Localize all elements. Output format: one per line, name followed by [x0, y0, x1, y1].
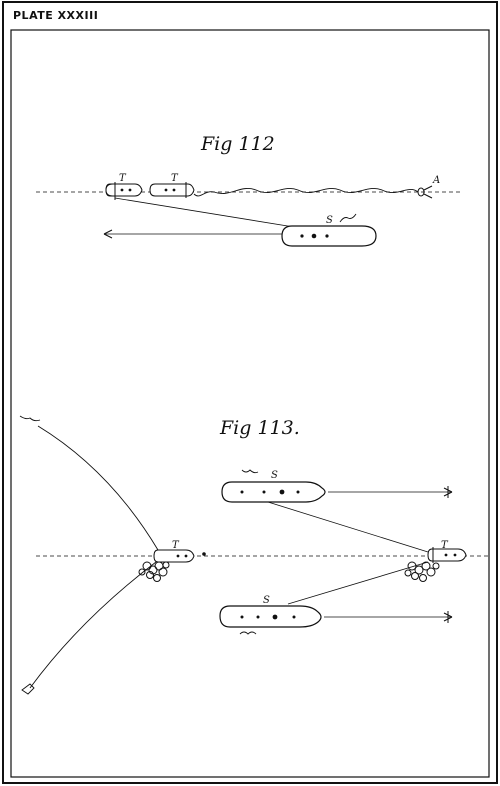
fig-112-ship-smoke	[339, 213, 357, 223]
inner-frame	[10, 29, 490, 778]
fig-113-left-explosion-icon	[138, 561, 170, 582]
fig-113-lower-ship-smoke	[239, 631, 257, 635]
fig-113-lower-ship	[219, 605, 322, 628]
fig-112-title: Fig 112	[200, 133, 275, 155]
fig-112-anchor-label: A	[432, 175, 440, 186]
fig-113-lower-float-icon	[21, 683, 35, 695]
fig-113-upper-ship-smoke	[241, 469, 259, 474]
fig-113-lower-tow-line	[287, 561, 429, 605]
fig-113-lower-ship-label: S	[263, 595, 270, 606]
fig-113-lower-curve-line	[29, 561, 157, 689]
fig-112-torpedo-1-label: T	[119, 173, 127, 184]
fig-113-right-torpedo	[427, 547, 467, 563]
fig-112-torpedo-2	[149, 182, 195, 198]
fig-113-right-torpedo-label: T	[441, 540, 449, 551]
fig-113-right-explosion-icon	[404, 561, 440, 582]
fig-112-torpedo-1	[105, 182, 143, 200]
fig-113-upper-ship-label: S	[271, 470, 278, 481]
fig-113-upper-curve-line	[37, 425, 159, 551]
fig-112-torpedo-2-label: T	[171, 173, 179, 184]
fig-113-left-torpedo-label: T	[172, 540, 180, 551]
fig-113-lower-course-arrow-icon	[443, 611, 453, 623]
fig-112-ship-label: S	[326, 215, 333, 226]
fig-113-upper-float-icon	[19, 415, 41, 422]
fig-112-wavy-tow-line	[193, 188, 419, 197]
fig-113-upper-tow-line	[267, 501, 429, 553]
fig-113-title: Fig 113.	[219, 417, 300, 439]
fig-112-ship	[281, 225, 377, 247]
fig-113-upper-course-arrow-icon	[443, 486, 453, 498]
fig-112-anchor-icon	[417, 185, 433, 199]
fig-112-tow-line	[114, 197, 301, 229]
plate-title: PLATE XXXIII	[13, 9, 98, 22]
fig-113-upper-ship	[221, 481, 326, 503]
fig-113-left-torpedo	[153, 549, 206, 563]
fig-112-course-arrow-icon	[103, 229, 113, 239]
